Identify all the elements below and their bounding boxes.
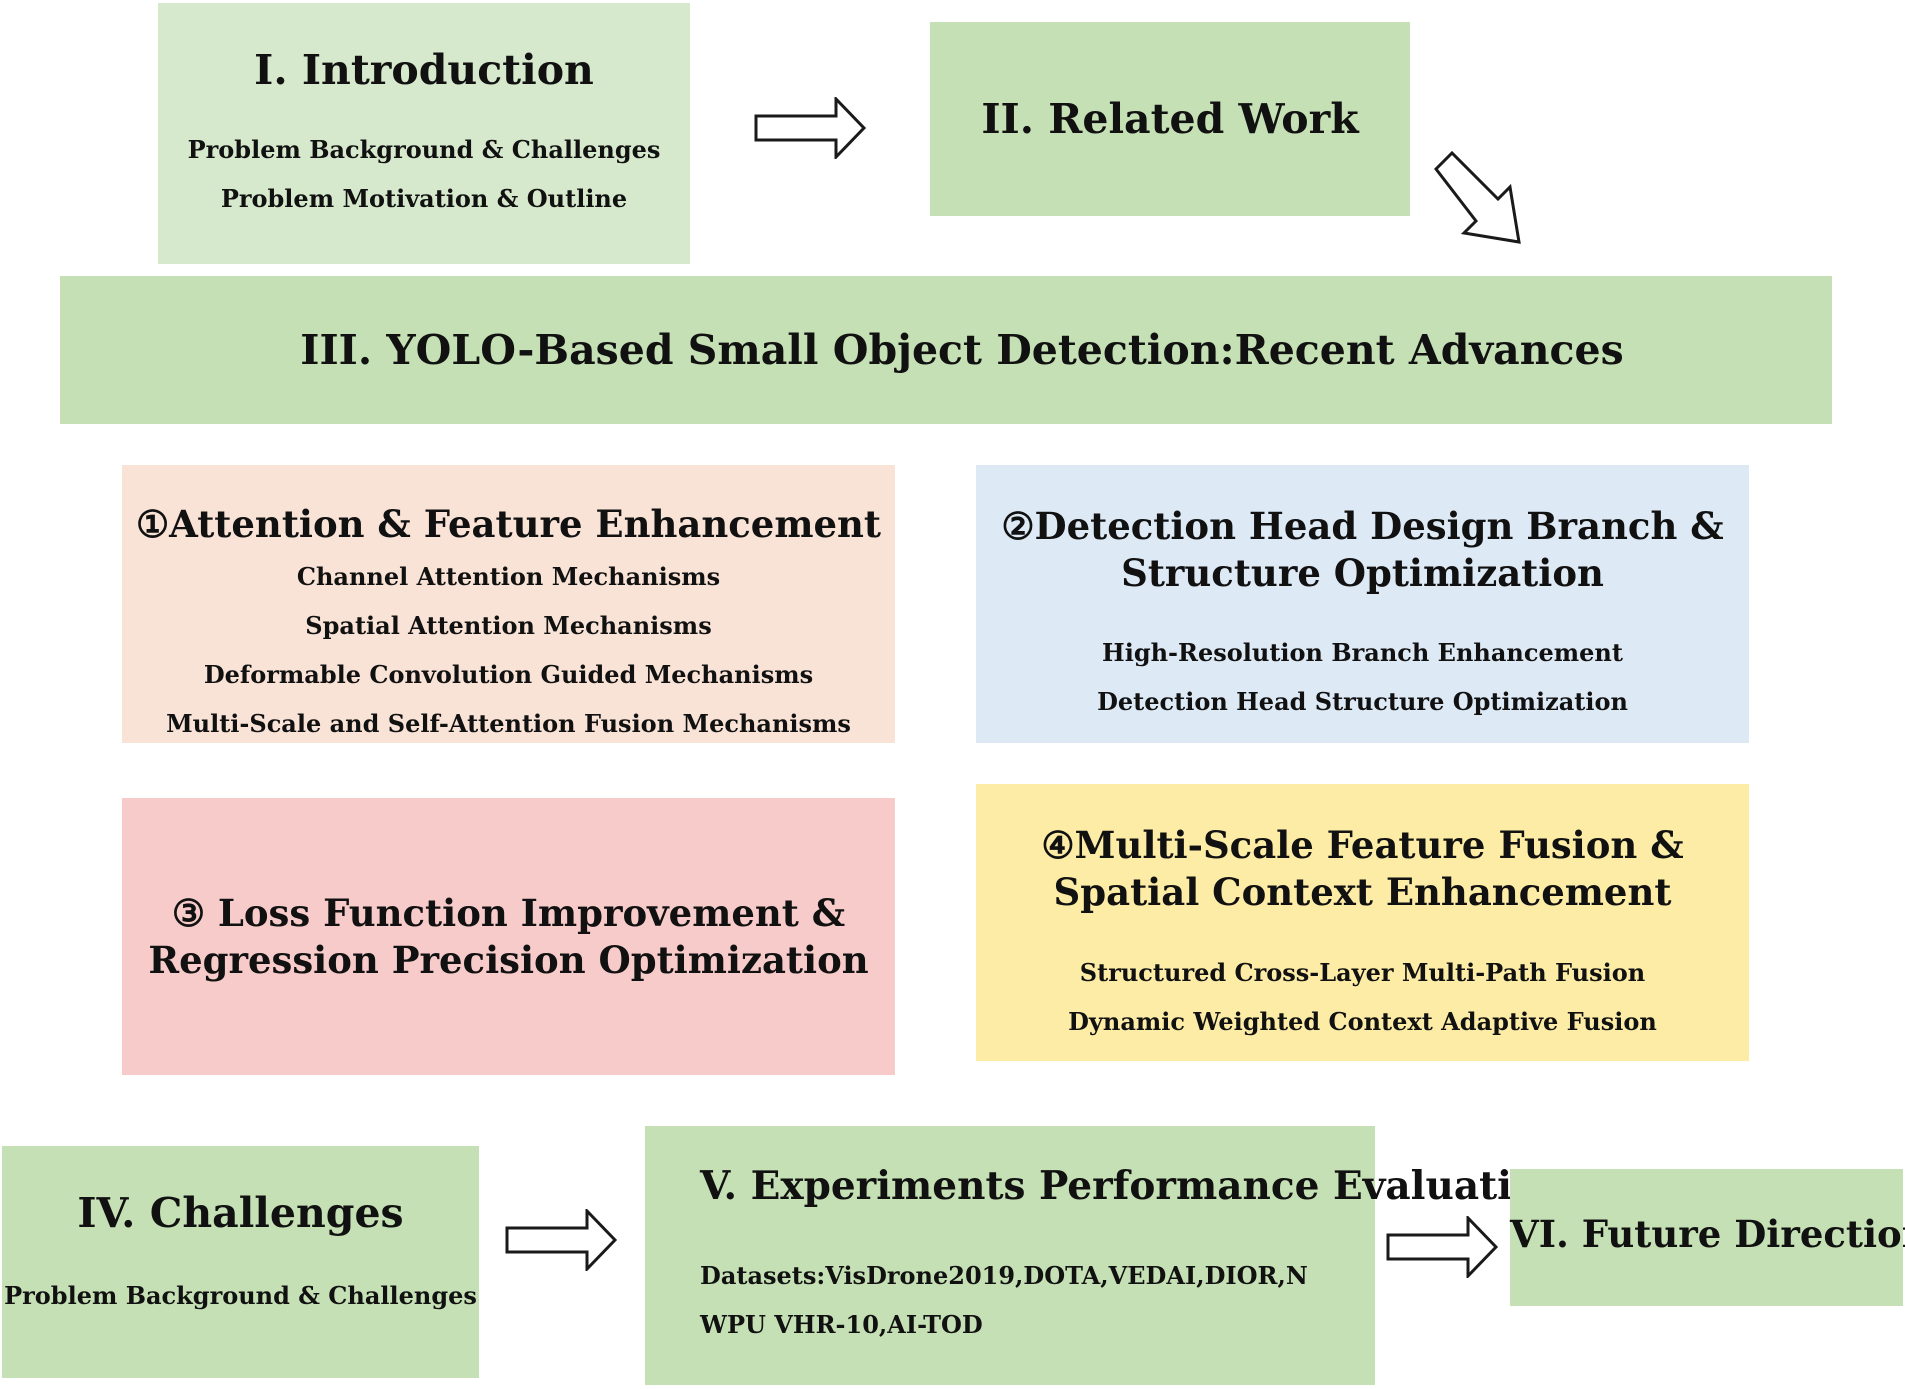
introduction-item: Problem Motivation & Outline bbox=[220, 184, 628, 213]
multi-scale-fusion-item: Dynamic Weighted Context Adaptive Fusion bbox=[1068, 1007, 1657, 1036]
experiments-datasets: WPU VHR-10,AI-TOD bbox=[700, 1310, 983, 1339]
detection-head-box: ②Detection Head Design Branch & Structur… bbox=[976, 465, 1749, 743]
recent-advances-box: III. YOLO-Based Small Object Detection:R… bbox=[60, 276, 1832, 424]
detection-head-title: Structure Optimization bbox=[1121, 551, 1604, 595]
attention-feature-box: ①Attention & Feature Enhancement Channel… bbox=[122, 465, 895, 743]
multi-scale-fusion-item: Structured Cross-Layer Multi-Path Fusion bbox=[1079, 958, 1646, 987]
related-work-box: II. Related Work bbox=[930, 22, 1410, 216]
attention-feature-item: Spatial Attention Mechanisms bbox=[305, 611, 712, 640]
challenges-box: IV. Challenges Problem Background & Chal… bbox=[2, 1146, 479, 1378]
multi-scale-fusion-box: ④Multi-Scale Feature Fusion & Spatial Co… bbox=[976, 784, 1749, 1061]
experiments-datasets: Datasets:VisDrone2019,DOTA,VEDAI,DIOR,N bbox=[700, 1261, 1308, 1290]
diagonal-arrow-icon bbox=[1434, 150, 1521, 244]
recent-advances-title: III. YOLO-Based Small Object Detection:R… bbox=[300, 326, 1624, 374]
related-work-title: II. Related Work bbox=[981, 95, 1359, 143]
detection-head-item: Detection Head Structure Optimization bbox=[1097, 687, 1628, 716]
challenges-title: IV. Challenges bbox=[77, 1189, 404, 1237]
challenges-item: Problem Background & Challenges bbox=[4, 1281, 477, 1310]
experiments-box: V. Experiments Performance Evaluation Da… bbox=[645, 1126, 1566, 1385]
multi-scale-fusion-title: Spatial Context Enhancement bbox=[1053, 870, 1672, 914]
introduction-title: I. Introduction bbox=[254, 46, 594, 94]
loss-function-title: Regression Precision Optimization bbox=[148, 938, 869, 982]
loss-function-title: ③ Loss Function Improvement & bbox=[171, 891, 846, 935]
loss-function-box: ③ Loss Function Improvement & Regression… bbox=[122, 798, 895, 1075]
future-directions-box: VI. Future Directions bbox=[1510, 1169, 1905, 1306]
future-directions-title: VI. Future Directions bbox=[1510, 1212, 1905, 1256]
attention-feature-title: ①Attention & Feature Enhancement bbox=[135, 502, 882, 546]
detection-head-item: High-Resolution Branch Enhancement bbox=[1102, 638, 1623, 667]
right-arrow-icon bbox=[754, 97, 867, 159]
attention-feature-item: Multi-Scale and Self-Attention Fusion Me… bbox=[166, 709, 851, 738]
introduction-item: Problem Background & Challenges bbox=[187, 135, 661, 164]
experiments-title: V. Experiments Performance Evaluation bbox=[700, 1163, 1567, 1209]
multi-scale-fusion-title: ④Multi-Scale Feature Fusion & bbox=[1041, 823, 1684, 867]
right-arrow-icon bbox=[505, 1209, 618, 1271]
attention-feature-item: Channel Attention Mechanisms bbox=[296, 562, 721, 591]
attention-feature-item: Deformable Convolution Guided Mechanisms bbox=[203, 660, 814, 689]
detection-head-title: ②Detection Head Design Branch & bbox=[1001, 504, 1724, 548]
right-arrow-icon bbox=[1386, 1216, 1499, 1278]
introduction-box: I. Introduction Problem Background & Cha… bbox=[158, 3, 690, 264]
